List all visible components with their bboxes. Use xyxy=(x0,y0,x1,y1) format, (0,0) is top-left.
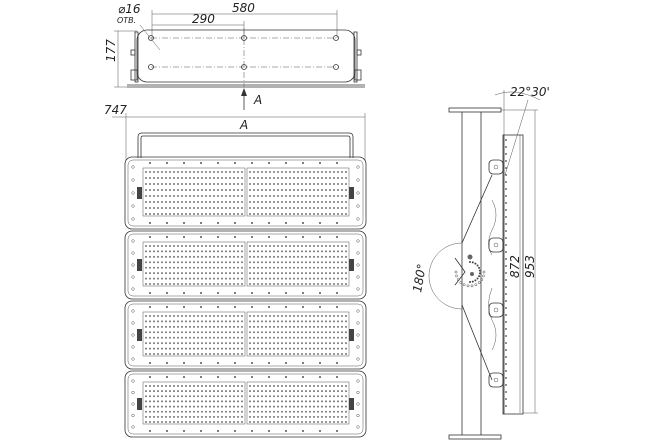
hole xyxy=(333,64,339,70)
hole xyxy=(148,64,154,70)
bracket-arms xyxy=(461,174,493,381)
led-modules xyxy=(124,156,367,438)
hole-note-text: ОТВ. xyxy=(117,16,136,25)
led-panel xyxy=(142,311,246,357)
tilt-angle-text: 22°30' xyxy=(510,85,550,99)
hinge-block xyxy=(488,237,504,253)
right-bracket xyxy=(353,31,358,83)
mounting-bracket xyxy=(137,132,354,158)
top-flange xyxy=(448,107,502,113)
led-panel xyxy=(142,381,246,425)
led-module xyxy=(124,370,367,438)
front-view: 747 A xyxy=(104,103,367,438)
hole xyxy=(148,35,154,41)
hinge-block xyxy=(488,372,504,388)
tilt-arc xyxy=(494,91,541,101)
mounting-holes xyxy=(148,35,339,70)
view-arrow-label: A xyxy=(253,93,262,107)
dim-580-text: 580 xyxy=(232,1,255,15)
hole xyxy=(241,64,247,70)
top-view: 580 290 177 ⌀16 ОТВ. A xyxy=(104,1,365,110)
dim-290-text: 290 xyxy=(192,12,215,26)
led-module xyxy=(124,156,367,230)
led-module xyxy=(124,230,367,300)
led-panel xyxy=(142,167,246,217)
hole-diameter-text: ⌀16 xyxy=(118,2,141,16)
side-panel xyxy=(502,134,524,415)
left-bracket xyxy=(134,31,139,83)
rotation-arc xyxy=(428,242,463,310)
rotation-angle-text: 180° xyxy=(410,263,429,294)
led-module xyxy=(124,300,367,370)
arrow-head-icon xyxy=(241,88,247,96)
led-panel xyxy=(142,241,246,287)
side-view: 180° 872 953 22°30' xyxy=(410,85,550,440)
dim-177-text: 177 xyxy=(104,39,118,62)
hinge-block xyxy=(488,302,504,318)
hole xyxy=(333,35,339,41)
dim-953-text: 953 xyxy=(523,255,537,278)
top-body-outline xyxy=(136,29,356,83)
dim-872-text: 872 xyxy=(508,255,522,278)
bottom-flange xyxy=(448,434,502,440)
front-view-label: A xyxy=(239,118,248,132)
hinge-block xyxy=(488,159,504,175)
dim-747-text: 747 xyxy=(104,103,127,117)
